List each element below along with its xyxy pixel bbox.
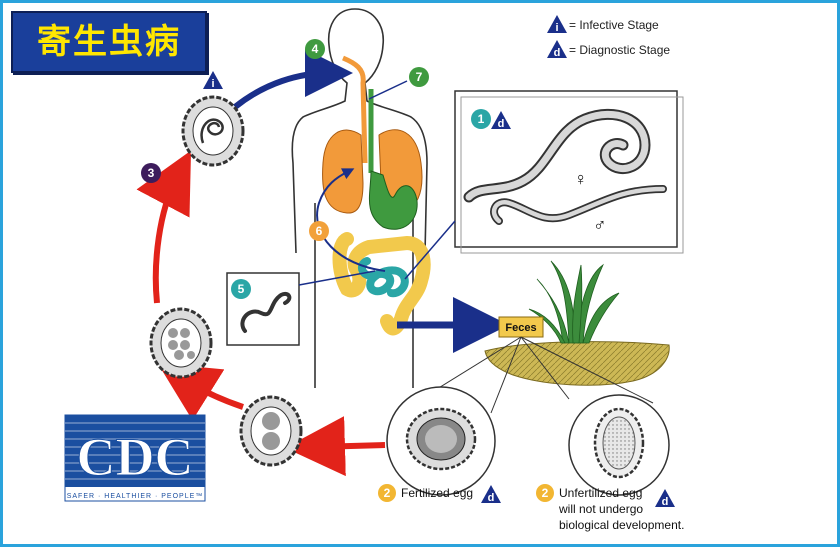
egg-morula (149, 307, 213, 379)
step-2-unfertilized-marker: 2 (536, 484, 554, 502)
life-cycle-diagram: i = Infective Stage d = Diagnostic Stage (64, 8, 684, 532)
svg-text:CDC: CDC (77, 427, 194, 487)
unfertilized-caption-line3: biological development. (559, 518, 684, 532)
svg-text:2: 2 (384, 486, 391, 500)
larva (240, 292, 292, 333)
unfertilized-diagnostic-badge: d (655, 489, 675, 508)
step-4-marker: 4 (305, 39, 325, 59)
step7-pointer (368, 80, 408, 100)
female-symbol: ♀ (574, 169, 588, 189)
egg-development-arrows (136, 150, 386, 477)
step-6-marker: 6 (309, 221, 329, 241)
fertilized-egg-caption: Fertilized egg (401, 486, 473, 500)
step-3-marker: 3 (141, 163, 161, 183)
embryonated-egg-infective (181, 95, 245, 167)
fertilized-diagnostic-badge: d (481, 485, 501, 504)
step-5-marker: 5 (231, 279, 251, 299)
svg-text:i: i (211, 78, 214, 90)
worms-pointer (404, 220, 456, 280)
infective-stage-icon: i (547, 15, 567, 34)
page-title: 寄生虫病 (37, 22, 181, 62)
step-7-marker: 7 (409, 67, 429, 87)
infective-badge: i (203, 71, 223, 90)
svg-text:SAFER · HEALTHIER · PEOPLE™: SAFER · HEALTHIER · PEOPLE™ (67, 493, 204, 500)
large-intestine (332, 232, 431, 336)
diagnostic-stage-icon: d (547, 40, 567, 59)
svg-text:5: 5 (238, 282, 245, 296)
unfertilized-egg-magnified (568, 394, 670, 496)
svg-text:1: 1 (478, 112, 485, 126)
svg-text:d: d (662, 496, 669, 508)
svg-text:7: 7 (416, 70, 423, 84)
svg-text:Feces: Feces (505, 322, 536, 334)
svg-text:d: d (488, 492, 495, 504)
egg-two-cell (239, 395, 303, 467)
title-banner: 寄生虫病 (11, 11, 207, 73)
ingestion-arrow (233, 49, 353, 110)
unfertilized-caption-line1: Unfertilized egg (559, 486, 642, 500)
adult-worms-panel: ♀ ♂ (454, 90, 684, 254)
cdc-logo: CDC SAFER · HEALTHIER · PEOPLE™ (64, 414, 206, 502)
svg-text:d: d (554, 47, 561, 59)
soil-ground (484, 341, 670, 386)
male-symbol: ♂ (593, 215, 607, 235)
small-intestine (358, 257, 409, 298)
unfertilized-caption-line2: will not undergo (558, 502, 643, 516)
svg-text:i: i (555, 22, 558, 34)
svg-text:d: d (498, 118, 505, 130)
larva-pointer (298, 270, 376, 286)
step-1-marker: 1 d (471, 109, 511, 130)
migration-path (316, 168, 386, 272)
feces-label: Feces (498, 316, 544, 338)
step-2-fertilized-marker: 2 (378, 484, 396, 502)
legend-infective-label: = Infective Stage (569, 18, 659, 32)
svg-text:4: 4 (312, 42, 319, 56)
stomach (368, 170, 418, 230)
svg-text:3: 3 (148, 166, 155, 180)
legend-diagnostic-label: = Diagnostic Stage (569, 43, 670, 57)
grass-icon (528, 260, 620, 344)
svg-text:6: 6 (316, 224, 323, 238)
svg-text:2: 2 (542, 486, 549, 500)
legend: i = Infective Stage d = Diagnostic Stage (547, 15, 670, 59)
fertilized-egg-magnified (386, 386, 496, 496)
